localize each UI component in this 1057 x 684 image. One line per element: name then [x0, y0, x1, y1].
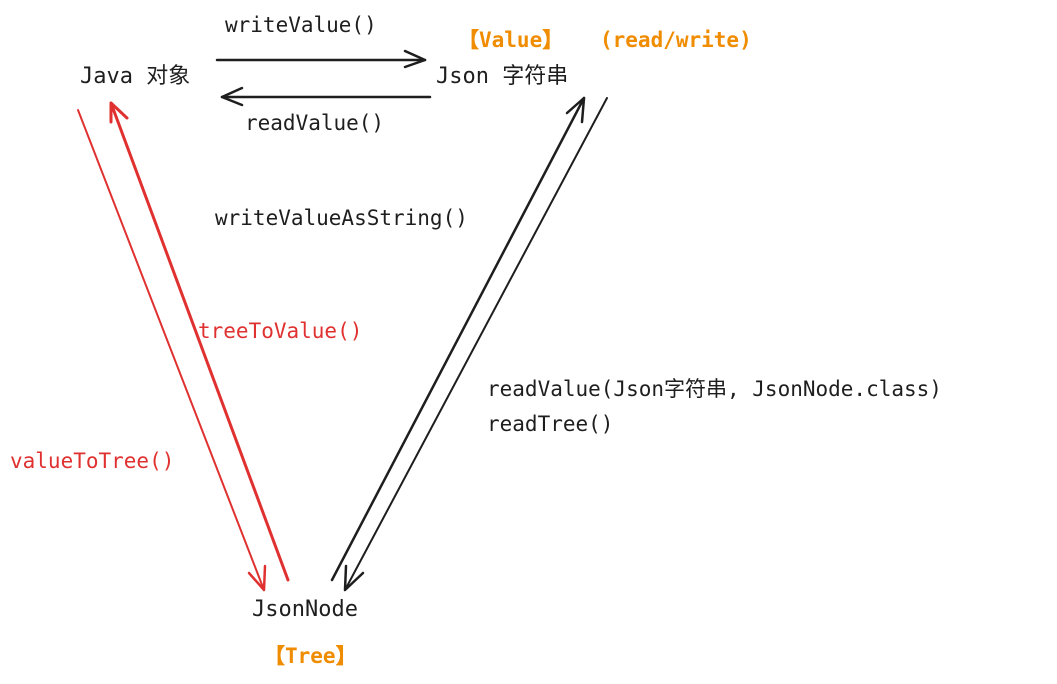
node-json-string: Json 字符串	[436, 64, 569, 89]
edge-read-value	[220, 86, 432, 107]
read-tree-line	[344, 97, 608, 591]
label-read-value: readValue()	[245, 111, 385, 135]
label-tree-to-value: treeToValue()	[198, 319, 363, 343]
label-read-tree: readTree()	[487, 412, 614, 436]
read-value-arrowhead	[220, 86, 244, 107]
label-value-to-tree: valueToTree()	[10, 449, 175, 473]
label-write-value: writeValue()	[225, 13, 377, 37]
tag-value: 【Value】	[458, 28, 564, 52]
tag-read-write: (read/write)	[600, 28, 752, 52]
write-value-arrowhead	[403, 49, 427, 69]
edge-tree-to-value	[109, 101, 290, 582]
write-value-as-string-arrowhead	[565, 96, 586, 124]
read-tree-arrowhead	[343, 564, 365, 592]
tree-to-value-arrowhead	[109, 101, 129, 124]
node-java-object: Java 对象	[80, 64, 191, 89]
label-write-value-as-string: writeValueAsString()	[215, 206, 468, 230]
value-to-tree-line	[77, 109, 265, 591]
edge-write-value	[215, 49, 427, 69]
tag-tree: 【Tree】	[264, 644, 357, 668]
edge-value-to-tree	[77, 109, 267, 592]
tree-to-value-line	[109, 101, 290, 582]
edge-write-value-as-string	[330, 96, 586, 582]
node-json-node: JsonNode	[252, 597, 358, 622]
label-read-value-json-node: readValue(Json字符串, JsonNode.class)	[487, 377, 942, 401]
edge-read-tree	[343, 97, 608, 592]
write-value-as-string-line	[330, 96, 586, 582]
value-to-tree-arrowhead	[247, 564, 267, 592]
